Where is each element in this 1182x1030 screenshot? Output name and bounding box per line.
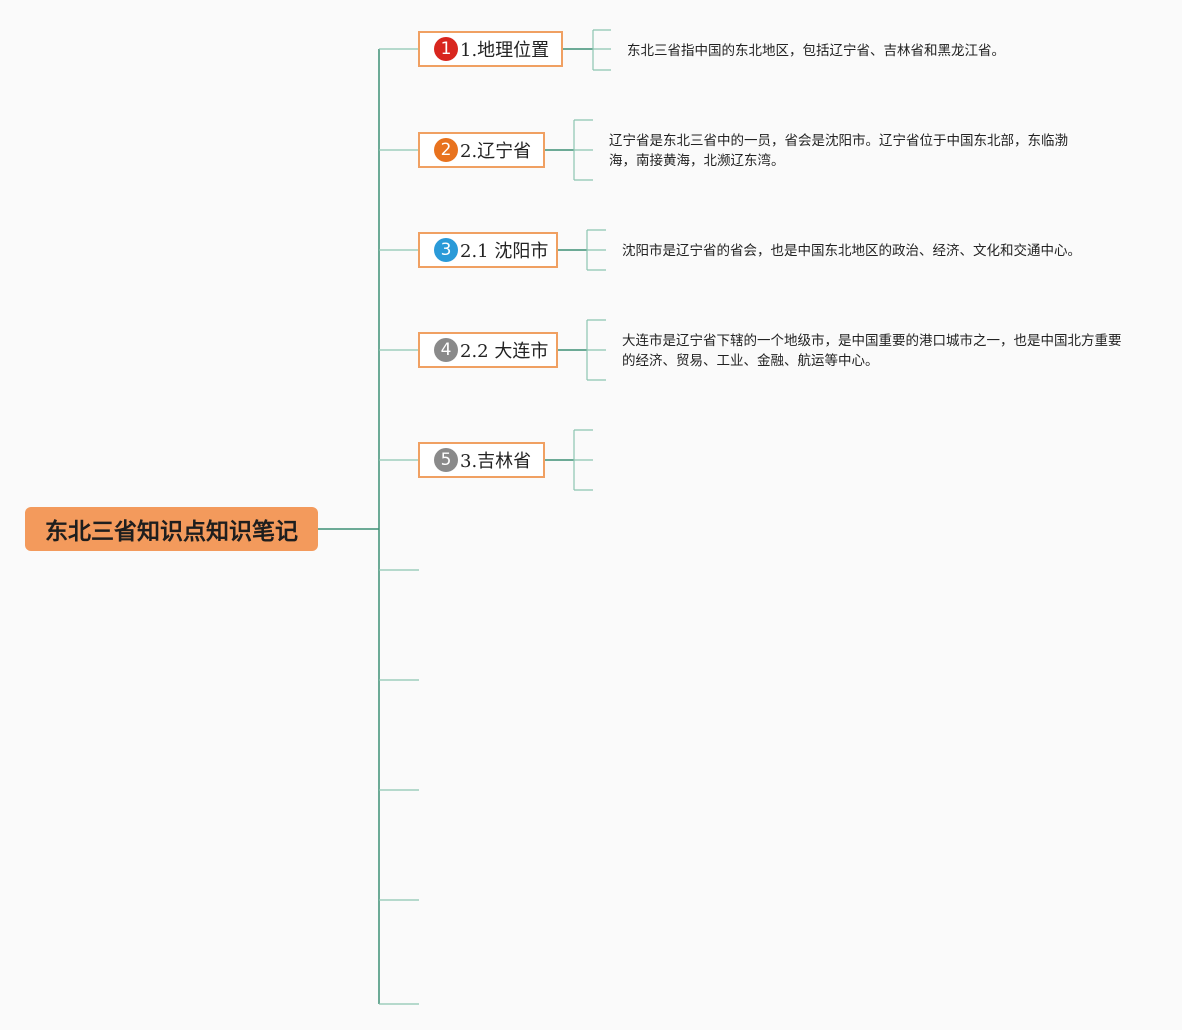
- priority-3-icon: 3: [434, 238, 458, 262]
- topic-label: 1.地理位置: [460, 40, 550, 61]
- root-title: 东北三省知识点知识笔记: [45, 519, 298, 545]
- note-liaoning: 辽宁省是东北三省中的一员，省会是沈阳市。辽宁省位于中国东北部，东临渤海，南接黄海…: [609, 133, 1068, 169]
- priority-4-icon: 4: [434, 338, 458, 362]
- topic-label: 2.1 沈阳市: [460, 241, 549, 262]
- note-shenyang: 沈阳市是辽宁省的省会，也是中国东北地区的政治、经济、文化和交通中心。: [622, 243, 1081, 259]
- topic-label: 3.吉林省: [460, 451, 532, 472]
- root-topic[interactable]: 东北三省知识点知识笔记: [25, 507, 318, 551]
- note-geography: 东北三省指中国的东北地区，包括辽宁省、吉林省和黑龙江省。: [627, 43, 1005, 59]
- priority-1-icon: 1: [434, 37, 458, 61]
- topic-liaoning[interactable]: 2 2.辽宁省: [418, 132, 545, 168]
- topic-dalian[interactable]: 4 2.2 大连市: [418, 332, 558, 368]
- topic-shenyang[interactable]: 3 2.1 沈阳市: [418, 232, 558, 268]
- topic-label: 2.辽宁省: [460, 141, 532, 162]
- topic-label: 2.2 大连市: [460, 341, 549, 362]
- topic-jilin[interactable]: 5 3.吉林省: [418, 442, 545, 478]
- note-dalian: 大连市是辽宁省下辖的一个地级市，是中国重要的港口城市之一，也是中国北方重要的经济…: [622, 333, 1122, 369]
- topic-geography[interactable]: 1 1.地理位置: [418, 31, 563, 67]
- priority-2-icon: 2: [434, 138, 458, 162]
- priority-5-icon: 5: [434, 448, 458, 472]
